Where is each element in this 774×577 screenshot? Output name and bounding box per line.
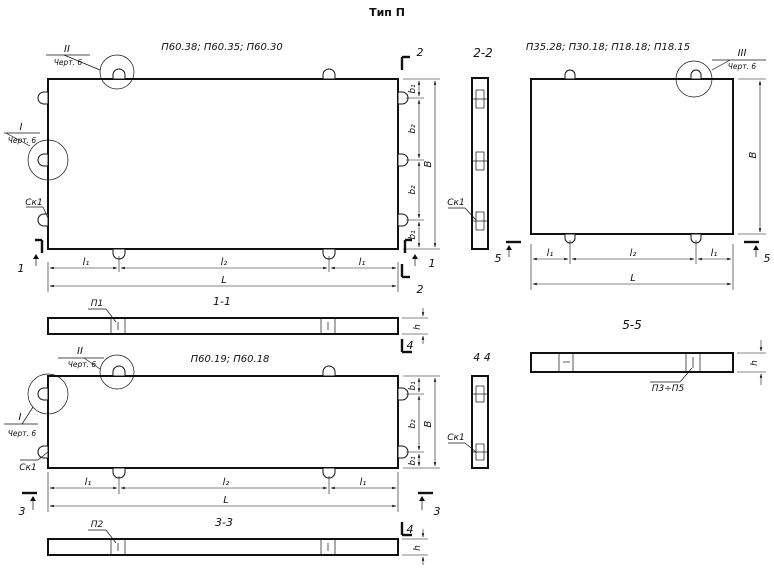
view3-cut-label-left: 3 <box>19 505 26 518</box>
view1-label-b2-bottom: b₂ <box>408 185 418 195</box>
view3-detail-ii-circle <box>99 354 135 390</box>
sec33-label-h: h <box>413 545 423 551</box>
section-1-1: 1-1 П1 h <box>47 295 428 344</box>
view1-bottom-slot-left <box>112 248 126 260</box>
view3-mark-ck1: Ск1 <box>19 463 36 473</box>
view2-detail-iii-roman: III <box>738 48 747 59</box>
view2-label-l2: l₂ <box>630 248 637 259</box>
view1-detail-i-circle <box>27 139 69 181</box>
view3-label-b1-top: b₁ <box>408 381 418 391</box>
view1-mark-ck1: Ск1 <box>25 198 42 208</box>
view3-label-B: B <box>423 420 434 427</box>
sec44-mark-ck1: Ск1 <box>447 433 464 443</box>
view1-label-b1-top: b₁ <box>408 84 418 94</box>
view2-detail-iii-circle <box>675 60 713 98</box>
sec55-title: 5-5 <box>622 318 642 332</box>
view3-detail-ii-roman: II <box>77 346 83 357</box>
view1-right-slot-top <box>397 91 409 105</box>
view2-label-l1-left: l₁ <box>547 248 554 259</box>
view2-label-L: L <box>630 273 636 284</box>
view-panel-p60-19: П60.19; П60.18 II Черт. 6 I Черт. 6 Ск1 … <box>4 339 441 537</box>
view2-label-l1-right: l₁ <box>711 248 718 259</box>
view2-detail-iii-ref: Черт. 6 <box>728 62 757 71</box>
sec22-title: 2-2 <box>473 46 493 60</box>
view3-heading: П60.19; П60.18 <box>191 354 270 365</box>
view2-cut-label-right: 5 <box>764 252 771 265</box>
view1-label-l2: l₂ <box>221 257 228 268</box>
view3-label-l2: l₂ <box>223 477 230 488</box>
view1-plate-outline <box>47 78 399 250</box>
view-panel-p60-38: П60.38; П60.35; П60.30 II Черт. 6 I Черт… <box>4 42 440 296</box>
view1-detail-ii-roman: II <box>64 44 70 55</box>
view3-label-L: L <box>223 495 229 506</box>
view-panel-p35-28: П35.28; П30.18; П18.18; П18.15 III Черт.… <box>495 42 771 290</box>
view3-detail-i-circle <box>27 373 69 415</box>
sec11-label-p1: П1 <box>91 299 104 309</box>
view1-cut-label-bottom: 2 <box>417 283 424 296</box>
view1-left-slot-bottom <box>37 213 49 227</box>
view3-plate-outline <box>47 375 399 469</box>
view1-bottom-slot-right <box>322 248 336 260</box>
view1-detail-i-roman: I <box>20 122 23 133</box>
view1-label-l1-right: l₁ <box>359 257 366 268</box>
view1-top-slot-left <box>112 68 126 80</box>
section-4-4: 4 4 Ск1 <box>447 351 491 469</box>
view3-cut-label-top: 4 <box>407 339 414 352</box>
sec11-outline <box>47 317 399 335</box>
view3-label-b1-bottom: b₁ <box>408 456 418 466</box>
view3-detail-i-ref: Черт. 6 <box>8 429 37 438</box>
view2-label-B: B <box>748 151 759 158</box>
view1-label-b2-top: b₂ <box>408 124 418 134</box>
view1-heading: П60.38; П60.35; П60.30 <box>161 42 283 53</box>
view2-heading: П35.28; П30.18; П18.18; П18.15 <box>526 42 690 53</box>
view1-right-slot-bottom <box>397 213 409 227</box>
view3-label-l1-right: l₁ <box>360 477 367 488</box>
view1-top-slot-right <box>322 68 336 80</box>
view1-detail-i-ref: Черт. 6 <box>8 136 37 145</box>
sec44-outline <box>471 375 489 469</box>
view3-detail-i-roman: I <box>19 412 22 423</box>
view1-left-slot-mid <box>37 153 49 167</box>
view1-label-L: L <box>221 275 227 286</box>
view3-label-b2: b₂ <box>408 419 418 429</box>
section-3-3: 3-3 П2 h <box>47 516 428 565</box>
view1-detail-ii-circle <box>99 54 135 90</box>
sec22-mark-ck1: Ск1 <box>447 198 464 208</box>
sec55-outline <box>530 352 734 373</box>
view1-left-slot-top <box>37 91 49 105</box>
sec33-outline <box>47 538 399 556</box>
view3-cut-label-right: 3 <box>434 505 441 518</box>
sec55-label-h: h <box>750 360 760 366</box>
view1-label-B: B <box>423 160 434 167</box>
sec33-label-p2: П2 <box>91 520 104 530</box>
view1-cut-label-left: 1 <box>18 262 25 275</box>
section-2-2: 2-2 Ск1 <box>447 46 493 250</box>
view2-cut-label-left: 5 <box>495 252 502 265</box>
section-5-5: 5-5 П3÷П5 h <box>530 318 766 394</box>
sec33-title: 3-3 <box>215 516 233 529</box>
sec22-outline <box>471 77 489 250</box>
sheet-title: Тип П <box>369 6 405 19</box>
view3-cut-label-bottom: 4 <box>407 523 414 536</box>
sec11-title: 1-1 <box>213 295 231 308</box>
view1-cut-label-top: 2 <box>417 46 424 59</box>
view2-plate-outline <box>530 78 734 235</box>
view3-label-l1-left: l₁ <box>85 477 92 488</box>
sec11-label-h: h <box>413 324 423 330</box>
view3-detail-ii-ref: Черт. 6 <box>68 360 97 369</box>
view1-detail-ii-ref: Черт. 6 <box>54 58 83 67</box>
view1-label-b1-bottom: b₁ <box>408 230 418 240</box>
sec55-label-p3p5: П3÷П5 <box>652 384 685 394</box>
sec44-title: 4 4 <box>473 351 491 364</box>
view1-cut-label-right: 1 <box>429 257 436 270</box>
view1-label-l1-left: l₁ <box>83 257 90 268</box>
view1-right-slot-mid <box>397 153 409 167</box>
